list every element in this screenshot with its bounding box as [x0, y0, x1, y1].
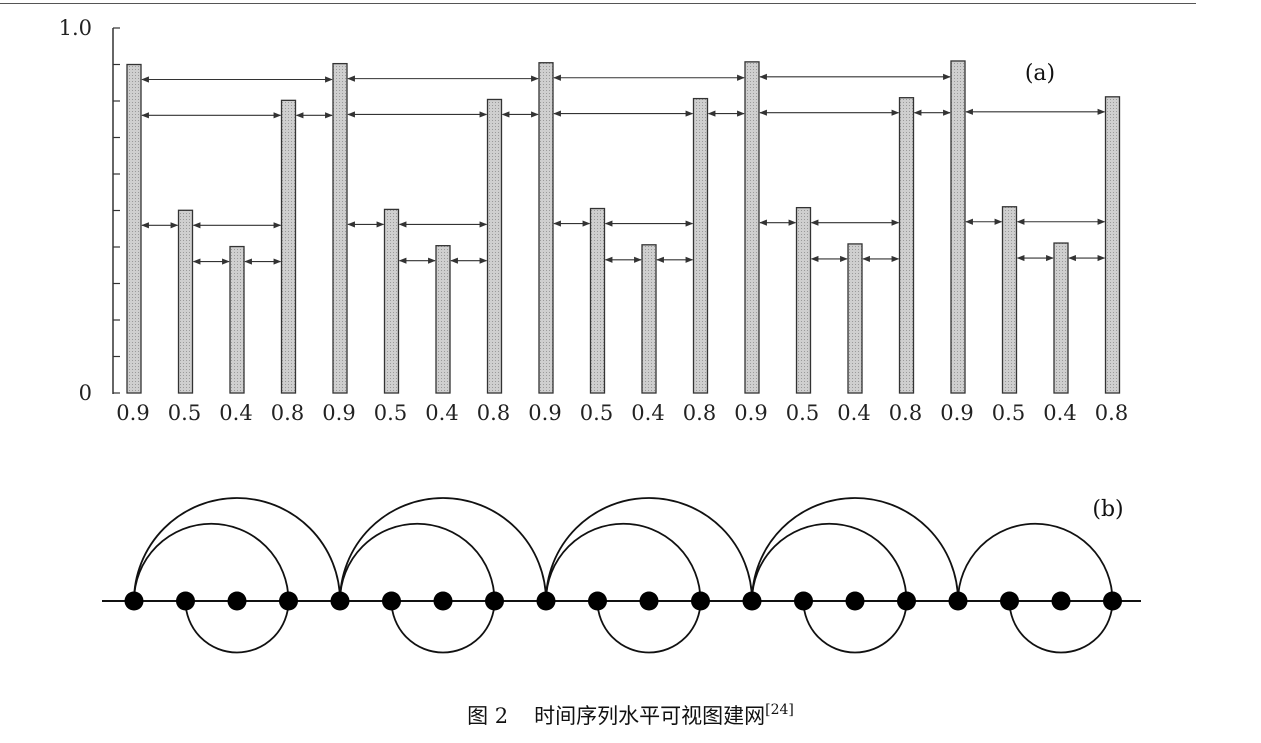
x-tick-label: 0.8 [683, 401, 716, 425]
x-tick-label: 0.8 [271, 401, 304, 425]
network-node [588, 591, 607, 611]
network-node [1000, 591, 1019, 611]
network-arc [390, 600, 496, 654]
bar [950, 60, 966, 394]
network-node [1051, 591, 1071, 611]
network-node [794, 591, 813, 611]
bar [795, 206, 812, 394]
network-arc [957, 522, 1114, 602]
network-arc [596, 600, 702, 654]
caption-citation: [24] [765, 702, 794, 718]
network-arc [133, 497, 341, 602]
bars [126, 60, 1121, 394]
network-node [845, 591, 865, 611]
bar [847, 243, 863, 394]
network-node [1103, 591, 1122, 611]
caption-text: 时间序列水平可视图建网 [534, 704, 766, 728]
bar [126, 63, 142, 394]
bar [1104, 96, 1121, 394]
network-node [639, 591, 659, 611]
y-axis-ticks: 01.0 [59, 16, 120, 405]
bar [332, 62, 348, 394]
network-node [433, 591, 453, 611]
x-tick-label: 0.5 [374, 401, 407, 425]
network-arc [751, 522, 908, 602]
panel-label-b: (b) [1092, 497, 1123, 522]
network-arc [133, 522, 290, 602]
network-arc [339, 497, 547, 602]
x-tick-label: 0.5 [786, 401, 819, 425]
bar [538, 62, 554, 394]
bar [280, 99, 297, 394]
x-tick-label: 0.8 [477, 401, 510, 425]
network-nodes [124, 591, 1122, 611]
network-node [176, 591, 195, 611]
x-tick-label: 0.9 [322, 401, 355, 425]
bar [229, 245, 245, 394]
x-tick-label: 0.5 [580, 401, 613, 425]
top-rule [0, 3, 1196, 4]
x-tick-label: 0.4 [631, 401, 664, 425]
x-tick-label: 0.4 [219, 401, 252, 425]
bar [1001, 206, 1018, 394]
bar [486, 98, 503, 394]
network-node [742, 591, 762, 611]
x-tick-label: 0.5 [168, 401, 201, 425]
x-tick-label: 0.8 [889, 401, 922, 425]
network-node [124, 591, 144, 611]
network-arc [545, 522, 702, 602]
x-tick-label: 0.9 [940, 401, 973, 425]
bar [383, 208, 400, 394]
panel-b-network-diagram: (b) [102, 497, 1141, 654]
x-tick-label: 0.4 [1043, 401, 1076, 425]
network-arc [545, 497, 753, 602]
y-tick-label: 1.0 [59, 16, 92, 40]
bar [177, 209, 194, 394]
x-tick-label: 0.4 [425, 401, 458, 425]
network-arc [184, 600, 290, 654]
network-node [485, 591, 504, 611]
caption-figure-number: 图 2 [467, 704, 509, 728]
network-arc [751, 497, 959, 602]
network-node [227, 591, 247, 611]
x-tick-label: 0.4 [837, 401, 870, 425]
bar [589, 207, 606, 394]
network-node [948, 591, 968, 611]
network-node [382, 591, 401, 611]
x-tick-label: 0.9 [116, 401, 149, 425]
bar [1053, 242, 1069, 394]
network-node [330, 591, 350, 611]
network-arc [802, 600, 908, 654]
network-node [691, 591, 710, 611]
panel-label-a: (a) [1025, 61, 1055, 86]
network-arcs [133, 497, 1114, 654]
network-arc [339, 522, 496, 602]
network-node [279, 591, 298, 611]
network-node [536, 591, 556, 611]
figure-caption: 图 2 时间序列水平可视图建网[24] [0, 700, 1261, 730]
x-tick-labels: 0.9 0.5 0.4 0.8 0.9 0.5 0.4 0.8 0.9 0.5 0.4 0.8 0.9 0… [116, 401, 1128, 425]
bar [898, 97, 915, 394]
bar [435, 245, 451, 394]
visibility-arrows [141, 73, 1106, 265]
network-arc [1008, 600, 1114, 654]
network-node [897, 591, 916, 611]
x-tick-label: 0.5 [992, 401, 1025, 425]
y-tick-label: 0 [79, 381, 92, 405]
bar [744, 61, 760, 394]
x-tick-label: 0.8 [1095, 401, 1128, 425]
x-tick-label: 0.9 [528, 401, 561, 425]
bar [641, 244, 657, 394]
x-tick-label: 0.9 [734, 401, 767, 425]
bar [692, 97, 709, 394]
